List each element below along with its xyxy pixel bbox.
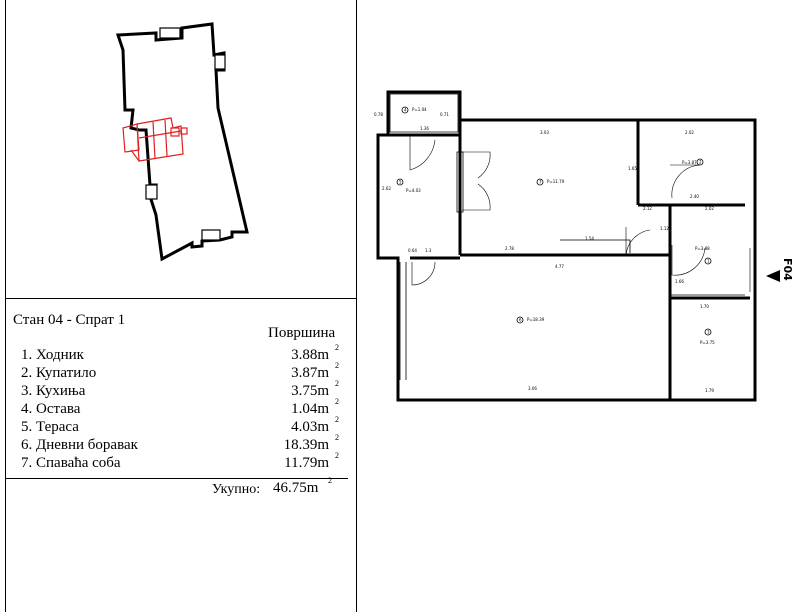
room-area-label: P=3.87 — [682, 160, 697, 165]
dimension-label: 3.06 — [528, 386, 537, 391]
total-label: Укупно: — [212, 482, 261, 497]
unit-superscript: 2 — [335, 451, 339, 460]
highlighted-apartment — [122, 117, 188, 162]
dimension-label: 0.64 — [408, 248, 417, 253]
room-row: 1. Ходник 3.88m 2 — [21, 343, 341, 365]
exterior-walls — [376, 90, 757, 402]
outline-notch-right — [214, 54, 226, 70]
room-number: 5 — [399, 180, 402, 185]
unit-superscript: 2 — [335, 361, 339, 370]
unit-superscript: 2 — [335, 397, 339, 406]
unit-superscript: 2 — [335, 379, 339, 388]
room-area: 18.39m — [283, 437, 329, 453]
dimension-label: 3.03 — [540, 130, 549, 135]
site-key-plan — [5, 0, 356, 612]
room-row: 5. Тераса 4.03m 2 — [21, 415, 341, 437]
dimension-label: 1.65 — [628, 166, 637, 171]
room-area: 11.79m — [284, 455, 329, 471]
room-number: 1 — [707, 259, 710, 264]
dimension-label: 1.79 — [705, 388, 714, 393]
dimension-label: 1.70 — [700, 304, 709, 309]
room-name: 2. Купатило — [21, 365, 97, 381]
outline-notch-top — [159, 27, 181, 39]
room-markers: 4 P=1.04 2 P=3.87 5 P=4.03 7 P=11.79 1 P… — [396, 106, 715, 345]
building-outline — [115, 22, 249, 262]
room-name: 6. Дневни боравак — [21, 437, 138, 453]
apartment-floor-plan: 4 P=1.04 2 P=3.87 5 P=4.03 7 P=11.79 1 P… — [374, 90, 794, 402]
area-column-header: Површина — [268, 325, 336, 341]
room-area-label: P=18.39 — [527, 317, 545, 322]
dimension-label: 2.12 — [643, 206, 652, 211]
room-row: 7. Спаваћа соба 11.79m 2 — [21, 451, 341, 473]
room-number: 2 — [699, 160, 702, 165]
room-name: 5. Тераса — [21, 419, 79, 435]
section-divider — [5, 298, 356, 299]
dimension-label: 2.40 — [690, 194, 699, 199]
dimension-labels: 0.78 1.36 0.71 3.03 2.02 1.65 2.40 2.02 … — [374, 112, 714, 393]
dimension-label: 2.62 — [382, 186, 391, 191]
dimension-label: 0.78 — [374, 112, 383, 117]
dimension-label: 2.02 — [705, 206, 714, 211]
unit-superscript: 2 — [335, 343, 339, 352]
apartment-title: Стан 04 - Спрат 1 — [13, 312, 126, 328]
total-divider — [5, 478, 348, 479]
room-number: 3 — [707, 330, 710, 335]
dimension-label: 2.02 — [685, 130, 694, 135]
room-row: 4. Остава 1.04m 2 — [21, 397, 341, 419]
left-border — [5, 0, 6, 612]
room-row: 6. Дневни боравак 18.39m 2 — [21, 433, 341, 455]
dimension-label: 1.12 — [660, 226, 669, 231]
door-swings — [409, 135, 751, 292]
dimension-label: 1.3 — [425, 248, 432, 253]
room-name: 7. Спаваћа соба — [21, 455, 121, 471]
room-number: 7 — [539, 180, 542, 185]
room-row: 2. Купатило 3.87m 2 — [21, 361, 341, 383]
room-area-label: P=3.75 — [700, 340, 715, 345]
outline-notch-bottom — [201, 229, 221, 241]
room-area: 1.04m — [291, 401, 329, 417]
room-row: 3. Кухиња 3.75m 2 — [21, 379, 341, 401]
unit-code-marker: F04 — [766, 258, 794, 282]
dimension-label: 2.78 — [505, 246, 514, 251]
building-outline-diagram — [115, 22, 249, 262]
dimension-label: 0.71 — [440, 112, 449, 117]
room-area: 3.75m — [291, 383, 329, 399]
room-area-label: P=1.04 — [412, 107, 427, 112]
unit-code-label: F04 — [781, 258, 794, 281]
dimension-label: 1.54 — [585, 236, 594, 241]
unit-superscript: 2 — [335, 433, 339, 442]
room-area-label: P=11.79 — [547, 179, 565, 184]
interior-walls — [388, 120, 750, 400]
outline-notch-left — [145, 184, 158, 200]
unit-superscript: 2 — [335, 415, 339, 424]
room-area-label: P=3.88 — [695, 246, 710, 251]
room-number: 4 — [404, 108, 407, 113]
room-name: 1. Ходник — [21, 347, 84, 363]
total-area-value: 46.75m — [273, 480, 319, 496]
dimension-label: 1.66 — [675, 279, 684, 284]
dimension-label: 1.36 — [420, 126, 429, 131]
room-number: 6 — [519, 318, 522, 323]
direction-arrow-icon — [766, 270, 780, 282]
room-area-label: P=4.03 — [406, 188, 421, 193]
room-name: 3. Кухиња — [21, 383, 86, 399]
room-name: 4. Остава — [21, 401, 81, 417]
panel-divider — [356, 0, 357, 612]
dimension-label: 4.77 — [555, 264, 564, 269]
unit-superscript: 2 — [328, 476, 332, 485]
room-area: 3.87m — [291, 365, 329, 381]
room-area: 3.88m — [291, 347, 329, 363]
room-area: 4.03m — [291, 419, 329, 435]
